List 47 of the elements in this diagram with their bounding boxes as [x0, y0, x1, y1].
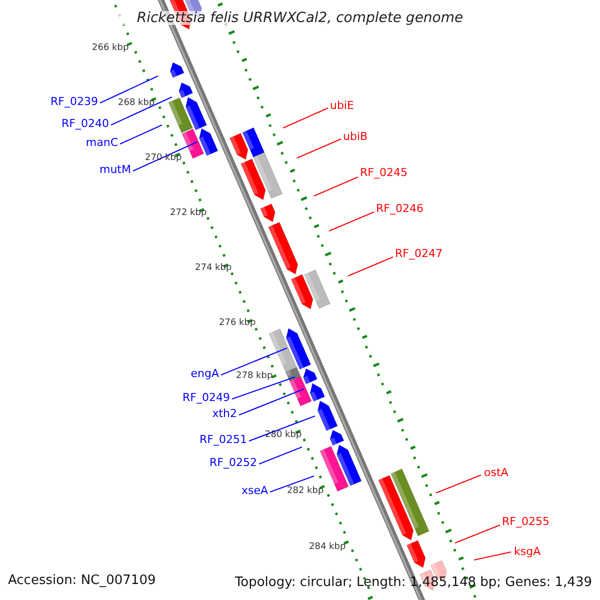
gene-label: RF_0246: [376, 203, 424, 214]
gene-label: mutM: [100, 164, 131, 175]
scale-label: 270 kbp: [145, 154, 182, 163]
scale-label: 272 kbp: [170, 209, 207, 218]
gene-label: RF_0255: [502, 516, 550, 527]
gene-label: ubiB: [343, 131, 368, 142]
leader-line: [248, 415, 316, 442]
gene-label: ubiE: [330, 100, 354, 111]
leader-line: [436, 474, 482, 494]
scale-label: 282 kbp: [287, 487, 324, 496]
scale-label: 278 kbp: [236, 372, 273, 381]
leader-line: [348, 256, 394, 276]
leader-line: [120, 124, 162, 144]
gene-label: RF_0249: [182, 392, 230, 403]
gene-label: RF_0239: [50, 96, 98, 107]
leader-line: [232, 376, 296, 400]
gene-label: RF_0245: [360, 167, 408, 178]
leader-line: [296, 138, 342, 158]
leader-line: [474, 551, 512, 561]
gene-label: xth2: [212, 408, 237, 419]
leader-line: [238, 388, 304, 416]
scale-label: 266 kbp: [92, 44, 129, 53]
scale-label: 268 kbp: [118, 99, 155, 108]
leader-line: [132, 142, 198, 172]
gene-label: RF_0252: [210, 457, 257, 468]
leader-line: [454, 524, 500, 544]
leader-line: [258, 446, 302, 465]
scale-label: 276 kbp: [219, 319, 256, 328]
scale-label: 274 kbp: [195, 264, 232, 273]
leader-line: [270, 475, 314, 493]
gene-label: ostA: [484, 467, 508, 478]
scale-label: 280 kbp: [265, 431, 302, 440]
gene-label: manC: [86, 137, 118, 148]
leader-line: [314, 176, 358, 196]
gene-label: xseA: [241, 485, 268, 496]
gene-label: RF_0247: [395, 248, 442, 259]
leader-line: [100, 76, 158, 104]
gene-label: RF_0251: [200, 434, 247, 445]
leader-line: [220, 348, 288, 376]
scale-label: 284 kbp: [309, 543, 346, 552]
leader-line: [282, 108, 328, 128]
leader-line: [328, 212, 374, 232]
accession-text: Accession: NC_007109: [8, 574, 156, 587]
gene-label: RF_0240: [62, 118, 109, 129]
gene-label: ksgA: [514, 546, 541, 557]
gene-label: engA: [190, 368, 219, 379]
leader-line: [110, 96, 172, 126]
